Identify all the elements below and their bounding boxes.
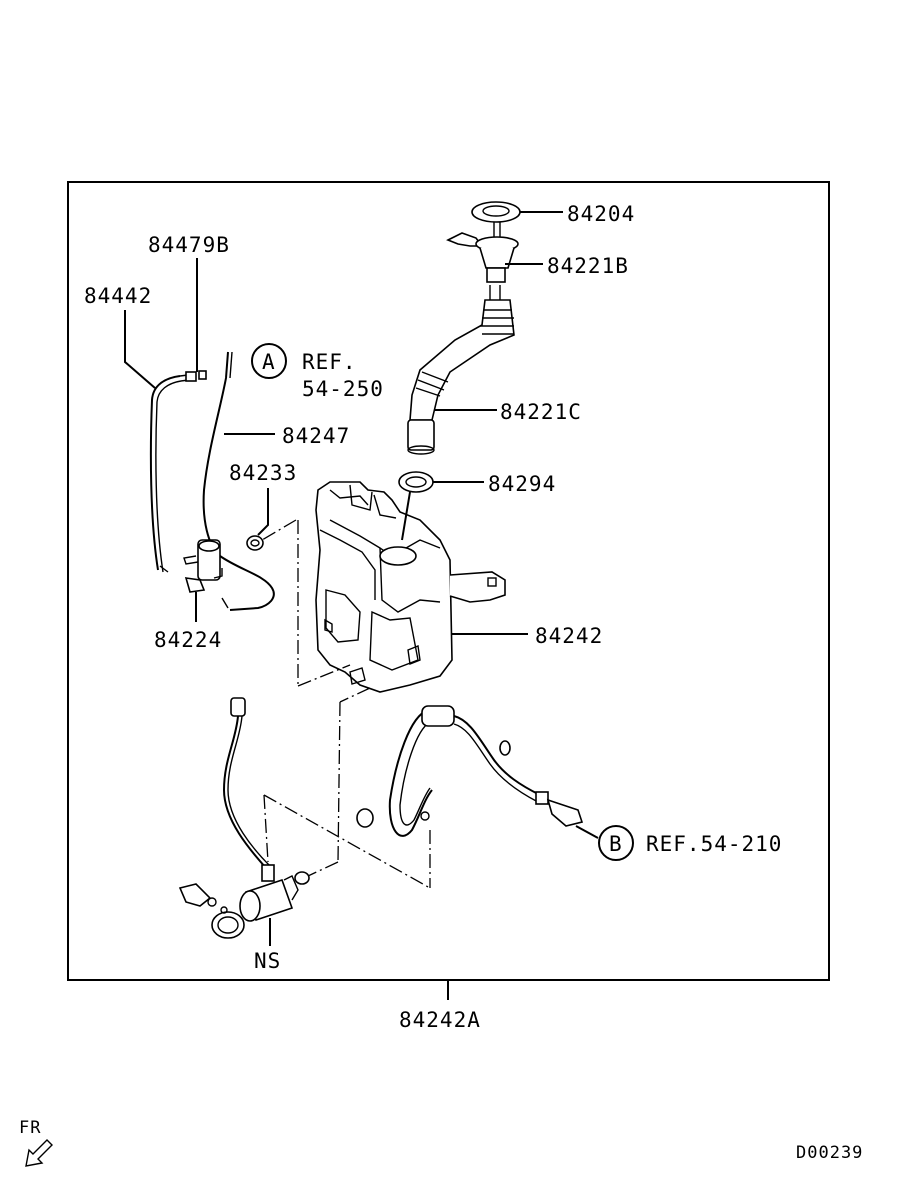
front-direction-arrow-icon: [25, 1139, 53, 1167]
outlet-hose: [356, 705, 584, 837]
label-84233: 84233: [229, 461, 297, 485]
ref-a-line2: 54-250: [302, 377, 384, 401]
label-84479b: 84479B: [148, 233, 230, 257]
assembly-lines: [261, 519, 431, 889]
filler-cap-assembly: [446, 201, 521, 300]
label-84221b: 84221B: [547, 254, 629, 278]
grommet: [398, 471, 434, 493]
ref-b-marker: B: [609, 832, 623, 856]
label-84442: 84442: [84, 284, 152, 308]
label-ns: NS: [254, 949, 281, 973]
front-marker-label: FR: [19, 1118, 41, 1138]
label-84204: 84204: [567, 202, 635, 226]
lower-pump-assembly: [178, 697, 310, 939]
label-84242: 84242: [535, 624, 603, 648]
reference-b: B REF.54-210: [598, 825, 782, 861]
ref-a-marker: A: [262, 350, 276, 374]
filler-neck-hose: [407, 299, 515, 455]
part-labels: 84204 84221B 84479B 84442 84221C 84247 8…: [84, 202, 635, 1032]
washer-reservoir-tank: [315, 481, 506, 693]
ref-b-marker-circle: [598, 825, 634, 861]
label-84294: 84294: [488, 472, 556, 496]
ref-b-text: REF.54-210: [646, 832, 782, 856]
label-84224: 84224: [154, 628, 222, 652]
reference-a: A REF. 54-250: [251, 343, 384, 401]
diagram-code: D00239: [796, 1143, 863, 1163]
label-84247: 84247: [282, 424, 350, 448]
label-84221c: 84221C: [500, 400, 582, 424]
washer-pump-assembly: [149, 351, 275, 611]
diagram-frame: [67, 181, 830, 981]
front-direction-indicator: FR: [19, 1118, 53, 1167]
ref-a-line1: REF.: [302, 350, 357, 374]
leader-lines: [124, 211, 599, 1000]
label-84242a: 84242A: [399, 1008, 481, 1032]
ref-a-marker-circle: [251, 343, 287, 379]
